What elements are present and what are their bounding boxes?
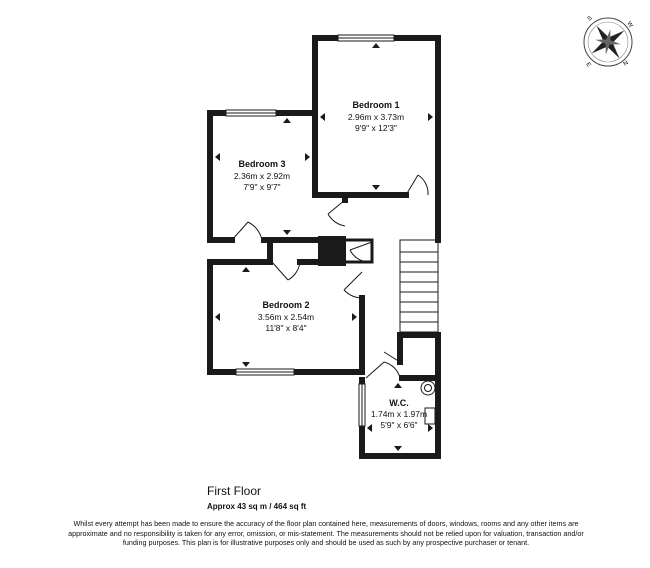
bedroom2-name: Bedroom 2: [262, 300, 309, 310]
measure-marker-bedroom2-left: [215, 313, 220, 321]
door-bedroom2: [343, 271, 363, 299]
measure-marker-bedroom1-left: [320, 113, 325, 121]
compass-letter-n: N: [623, 60, 630, 67]
door-landing: [327, 199, 346, 227]
wc-metric: 1.74m x 1.97m: [371, 409, 427, 419]
doors: [231, 174, 429, 379]
measure-marker-wc-left: [367, 424, 372, 432]
compass-letter-w: W: [625, 21, 633, 29]
toilet-icon: [420, 380, 436, 396]
bedroom3-wall: [207, 110, 318, 243]
compass-letter-s: S: [587, 15, 594, 22]
bedroom1-name: Bedroom 1: [352, 100, 399, 110]
measure-marker-bedroom2-top: [242, 267, 250, 272]
door-cupboard: [349, 241, 373, 263]
measure-marker-bedroom3-left: [215, 153, 220, 161]
bedroom2-imperial: 11'8" x 8'4": [265, 323, 306, 333]
floor-area: Approx 43 sq m / 464 sq ft: [207, 502, 307, 511]
walls: [207, 35, 441, 459]
windows: [225, 34, 395, 427]
bedroom2-wall: [207, 259, 365, 375]
door-bedroom3: [231, 221, 263, 241]
bedroom3-name: Bedroom 3: [238, 159, 285, 169]
wc-wall: [359, 375, 441, 459]
wc-name: W.C.: [389, 398, 409, 408]
measure-marker-bedroom2-right: [352, 313, 357, 321]
floor-title: First Floor: [207, 484, 261, 498]
measure-marker-bedroom3-right: [305, 153, 310, 161]
stairs-enclosure-wall: [397, 332, 441, 383]
bedroom3-metric: 2.36m x 2.92m: [234, 171, 290, 181]
measure-marker-bedroom1-top: [372, 43, 380, 48]
staircase: [399, 239, 439, 333]
door-wc: [365, 361, 401, 379]
compass-letter-e: E: [584, 62, 591, 69]
compass-rose-icon: S W N E: [583, 15, 634, 69]
door-bedroom2-corridor: [271, 261, 301, 281]
bedroom3-imperial: 7'9" x 9'7": [243, 182, 280, 192]
door-bedroom1: [405, 174, 429, 196]
measure-marker-wc-right: [428, 424, 433, 432]
measure-marker-bedroom3-top: [283, 118, 291, 123]
measure-marker-wc-top: [394, 383, 402, 388]
disclaimer-text: Whilst every attempt has been made to en…: [68, 519, 584, 548]
measure-marker-bedroom1-right: [428, 113, 433, 121]
measure-markers: [215, 43, 433, 451]
cupboard-fill: [318, 236, 346, 266]
bedroom1-imperial: 9'9" x 12'3": [355, 123, 397, 133]
door-stairs: [383, 351, 401, 363]
measure-marker-bedroom1-bottom: [372, 185, 380, 190]
bedroom2-metric: 3.56m x 2.54m: [258, 312, 314, 322]
measure-marker-wc-bottom: [394, 446, 402, 451]
measure-marker-bedroom3-bottom: [283, 230, 291, 235]
basin-icon: [424, 407, 436, 425]
cupboard-outline: [346, 238, 374, 264]
bedroom1-metric: 2.96m x 3.73m: [348, 112, 404, 122]
wc-imperial: 5'9" x 6'6": [380, 420, 417, 430]
measure-marker-bedroom2-bottom: [242, 362, 250, 367]
